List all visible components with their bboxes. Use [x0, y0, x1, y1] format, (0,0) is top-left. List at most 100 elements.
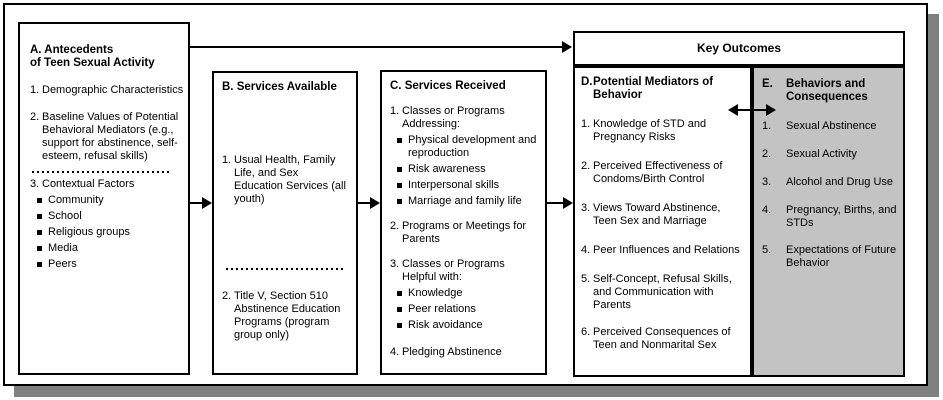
- item-text: Baseline Values of Potential Behavioral …: [42, 111, 179, 162]
- list-item: 1. Demographic Characteristics: [30, 84, 184, 97]
- list-item: 2. Programs or Meetings for Parents: [390, 220, 541, 246]
- item-number: 5.: [581, 273, 591, 285]
- dotted-separator: [226, 268, 344, 270]
- square-bullet-icon: [397, 307, 402, 312]
- item-text: Alcohol and Drug Use: [786, 176, 894, 188]
- box-e-title: E. Behaviors and Consequences: [762, 78, 899, 104]
- item-number: 1.: [390, 105, 400, 117]
- square-bullet-icon: [397, 183, 402, 188]
- list-item: 3. Contextual Factors: [30, 178, 184, 191]
- item-text: Classes or Programs Addressing:: [402, 105, 505, 130]
- item-number: 2.: [581, 160, 591, 172]
- square-bullet-icon: [397, 323, 402, 328]
- item-text: Knowledge of STD and Pregnancy Risks: [593, 118, 707, 143]
- list-item: 1. Classes or Programs Addressing:: [390, 105, 541, 131]
- item-number: 4.: [762, 204, 772, 216]
- box-e-behaviors-consequences: E. Behaviors and Consequences 1. Sexual …: [752, 66, 905, 377]
- item-text: Contextual Factors: [42, 178, 135, 190]
- list-item: 4. Pledging Abstinence: [390, 346, 541, 359]
- bullet-text: Knowledge: [408, 287, 463, 299]
- item-number: 4.: [390, 346, 400, 358]
- arrow-line: [736, 109, 768, 111]
- item-text: Sexual Activity: [786, 148, 857, 160]
- box-letter: E.: [762, 78, 773, 90]
- bullet-text: Interpersonal skills: [408, 179, 500, 191]
- item-number: 3.: [581, 202, 591, 214]
- bullet-text: Risk awareness: [408, 163, 486, 175]
- list-item: 4. Peer Influences and Relations: [581, 244, 746, 257]
- bullet-item: Peer relations: [397, 303, 541, 316]
- item-text: Pledging Abstinence: [402, 346, 502, 358]
- key-outcomes-header: Key Outcomes: [573, 31, 905, 66]
- item-text: Pregnancy, Births, and STDs: [786, 204, 897, 229]
- arrow-line: [547, 202, 564, 204]
- arrow-head-right-icon: [766, 104, 776, 116]
- item-text: Title V, Section 510 Abstinence Educatio…: [234, 290, 341, 341]
- arrow-line: [190, 202, 205, 204]
- list-item: 2. Title V, Section 510 Abstinence Educa…: [222, 290, 350, 342]
- item-text: Perceived Consequences of Teen and Nonma…: [593, 326, 731, 351]
- list-item: 3. Classes or Programs Helpful with:: [390, 258, 541, 284]
- item-number: 1.: [581, 118, 591, 130]
- item-number: 6.: [581, 326, 591, 338]
- list-item: 3. Alcohol and Drug Use: [762, 176, 899, 189]
- bullet-text: Physical development and reproduction: [408, 134, 537, 159]
- item-number: 3.: [30, 178, 40, 190]
- bullet-item: Risk avoidance: [397, 319, 541, 332]
- list-item: 2. Baseline Values of Potential Behavior…: [30, 111, 184, 163]
- bullet-item: Knowledge: [397, 287, 541, 300]
- box-c-title: C. Services Received: [390, 80, 506, 92]
- bullet-item: Community: [37, 194, 184, 207]
- list-item: 1. Usual Health, Family Life, and Sex Ed…: [222, 154, 350, 206]
- list-item: 5. Expectations of Future Behavior: [762, 244, 899, 270]
- list-item: 2. Sexual Activity: [762, 148, 899, 161]
- item-number: 2.: [762, 148, 772, 160]
- square-bullet-icon: [37, 262, 42, 267]
- dotted-separator: [32, 171, 172, 173]
- bullet-item: Peers: [37, 258, 184, 271]
- bullet-text: Religious groups: [48, 226, 130, 238]
- item-number: 5.: [762, 244, 772, 256]
- bullet-text: Peers: [48, 258, 77, 270]
- list-item: 6. Perceived Consequences of Teen and No…: [581, 326, 746, 352]
- bullet-item: Media: [37, 242, 184, 255]
- square-bullet-icon: [37, 246, 42, 251]
- list-item: 1. Knowledge of STD and Pregnancy Risks: [581, 118, 746, 144]
- item-number: 1.: [222, 154, 232, 166]
- bullet-list: Physical development and reproduction Ri…: [390, 134, 541, 208]
- item-text: Programs or Meetings for Parents: [402, 220, 527, 245]
- arrow-head-right-icon: [202, 197, 212, 209]
- item-number: 4.: [581, 244, 591, 256]
- item-text: Sexual Abstinence: [786, 120, 877, 132]
- arrow-line: [190, 46, 564, 48]
- item-number: 2.: [390, 220, 400, 232]
- list-item: 2. Perceived Effectiveness of Condoms/Bi…: [581, 160, 746, 186]
- bullet-text: Marriage and family life: [408, 195, 522, 207]
- item-text: Usual Health, Family Life, and Sex Educa…: [234, 154, 346, 205]
- list-item: 5. Self-Concept, Refusal Skills, and Com…: [581, 273, 746, 312]
- bullet-item: School: [37, 210, 184, 223]
- bullet-item: Risk awareness: [397, 163, 541, 176]
- bullet-item: Interpersonal skills: [397, 179, 541, 192]
- square-bullet-icon: [397, 138, 402, 143]
- item-number: 1.: [762, 120, 772, 132]
- square-bullet-icon: [397, 167, 402, 172]
- bullet-text: School: [48, 210, 82, 222]
- bullet-item: Physical development and reproduction: [397, 134, 541, 160]
- box-b-title: B. Services Available: [222, 81, 337, 93]
- list-item: 3. Views Toward Abstinence, Teen Sex and…: [581, 202, 746, 228]
- item-number: 3.: [762, 176, 772, 188]
- key-outcomes-label: Key Outcomes: [696, 41, 782, 55]
- box-c-services-received: C. Services Received 1. Classes or Progr…: [380, 70, 547, 375]
- item-text: Classes or Programs Helpful with:: [402, 258, 505, 283]
- square-bullet-icon: [37, 230, 42, 235]
- square-bullet-icon: [397, 291, 402, 296]
- item-text: Demographic Characteristics: [42, 84, 184, 96]
- box-letter: D.: [581, 76, 593, 88]
- item-text: Views Toward Abstinence, Teen Sex and Ma…: [593, 202, 721, 227]
- box-a-antecedents: A. Antecedents of Teen Sexual Activity 1…: [18, 22, 190, 375]
- bullet-item: Religious groups: [37, 226, 184, 239]
- arrow-head-left-icon: [728, 104, 738, 116]
- square-bullet-icon: [37, 214, 42, 219]
